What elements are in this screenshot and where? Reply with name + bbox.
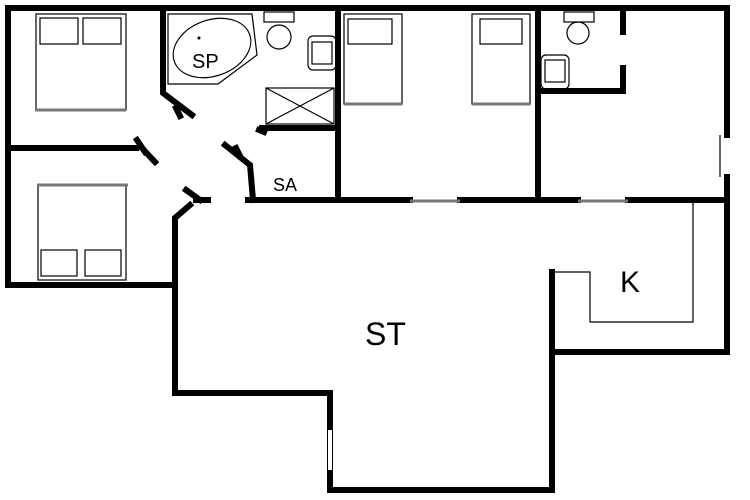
room-label-sp: SP: [192, 51, 219, 73]
room-label-sa: SA: [273, 175, 297, 195]
room-label-k: K: [620, 266, 640, 299]
sink-icon-2: [540, 54, 570, 90]
room-label-st: ST: [365, 316, 406, 352]
toilet-icon: [263, 11, 295, 50]
sink-icon: [307, 35, 337, 71]
shower-icon: [265, 87, 335, 125]
single-bed-right: [471, 13, 531, 106]
interior-walls: [5, 5, 730, 353]
toilet-icon-2: [563, 11, 595, 45]
kitchen-counter: [552, 200, 694, 323]
single-bed-left: [343, 13, 403, 106]
bathtub: [167, 13, 258, 85]
double-bed-top: [35, 13, 127, 112]
double-bed-bottom: [37, 183, 128, 281]
exterior-walls: [5, 5, 730, 493]
